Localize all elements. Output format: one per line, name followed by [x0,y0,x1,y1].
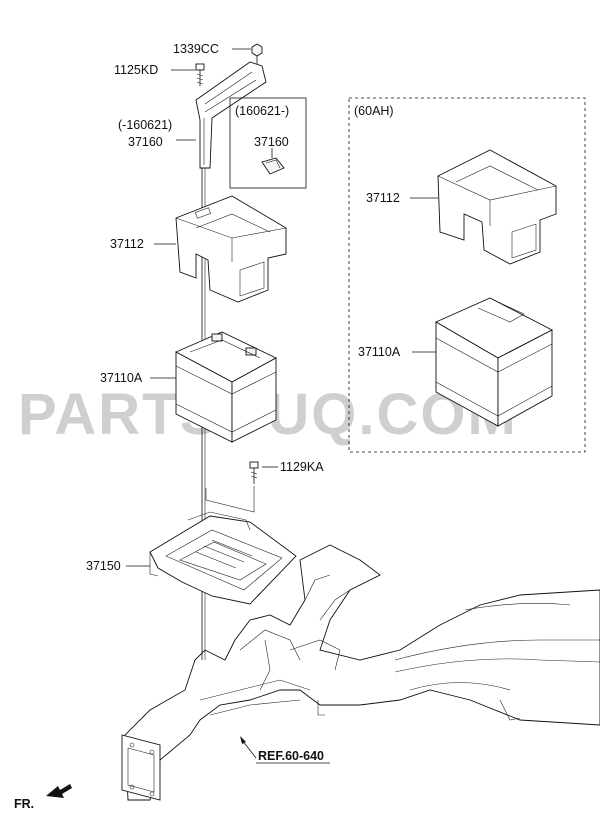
label-60ah: (60AH) [354,104,394,118]
label-37110a-left: 37110A [100,371,143,385]
label-37160-box: 37160 [254,135,289,149]
label-ref: REF.60-640 [258,749,324,763]
label-1125kd: 1125KD [114,63,158,77]
label-37150: 37150 [86,559,121,573]
label-37112-right: 37112 [366,191,400,205]
label-before-160621: (-160621) [118,118,172,132]
battery-tray-37150 [126,511,297,605]
clip-37160 [261,148,285,175]
label-1129ka: 1129KA [280,460,324,474]
vehicle-frame [121,544,600,801]
label-37110a-right: 37110A [358,345,401,359]
label-1339cc: 1339CC [173,42,219,56]
battery-37110a-right [412,297,553,427]
fr-arrow-icon [46,784,72,798]
variant-box-160621 [229,97,307,189]
label-37112-left: 37112 [110,237,144,251]
variant-box-60ah [348,97,586,453]
battery-cover-37112-right [410,149,557,265]
label-37160-left: 37160 [128,135,163,149]
ref-arrow [241,739,257,759]
bolt-icon [195,63,205,86]
battery-37110a-left [150,331,277,443]
bracket-37160 [176,61,267,169]
nut-icon [251,43,263,64]
label-fr: FR. [14,797,34,811]
battery-cover-37112-left [154,195,287,303]
bolt-icon [249,461,259,484]
label-after-160621: (160621-) [235,104,289,118]
